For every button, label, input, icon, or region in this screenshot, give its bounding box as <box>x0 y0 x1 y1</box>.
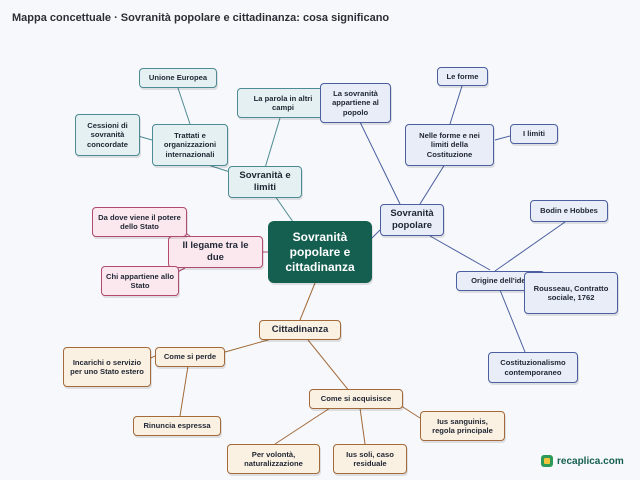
node-sovranita-popolare[interactable]: Sovranità popolare <box>380 204 444 236</box>
node-cessioni[interactable]: Cessioni di sovranità concordate <box>75 114 140 156</box>
node-costituzionalismo[interactable]: Costituzionalismo contemporaneo <box>488 352 578 383</box>
node-ius-sanguinis[interactable]: Ius sanguinis, regola principale <box>420 411 505 441</box>
node-trattati[interactable]: Trattati e organizzazioni internazionali <box>152 124 228 166</box>
node-le-forme[interactable]: Le forme <box>437 67 488 86</box>
node-cittadinanza[interactable]: Cittadinanza <box>259 320 341 340</box>
edge-acq-iussoli <box>359 407 366 445</box>
node-volonta[interactable]: Per volontà, naturalizzazione <box>227 444 320 474</box>
edge-origine-costituzionalismo <box>499 289 526 353</box>
node-come-acquisisce[interactable]: Come si acquisisce <box>309 389 403 409</box>
edge-popolare-appartiene <box>359 121 401 205</box>
edge-origine-bodin <box>494 221 566 272</box>
edge-forme-ilimiti <box>494 135 511 141</box>
edge-popolare-nelle-forme <box>419 163 446 205</box>
node-parola-altri-campi[interactable]: La parola in altri campi <box>237 88 329 118</box>
node-rousseau[interactable]: Rousseau, Contratto sociale, 1762 <box>524 272 618 314</box>
node-ius-soli[interactable]: Ius soli, caso residuale <box>333 444 407 474</box>
edge-center-cittadinanza <box>299 282 316 321</box>
edge-acq-volonta <box>274 407 331 445</box>
node-unione-europea[interactable]: Unione Europea <box>139 68 217 88</box>
logo-text: recaplica.com <box>557 455 624 467</box>
node-legame[interactable]: Il legame tra le due <box>168 236 263 268</box>
edge-popolare-origine <box>429 235 491 271</box>
node-rinuncia[interactable]: Rinuncia espressa <box>133 416 221 436</box>
edge-perde-rinuncia <box>179 365 189 417</box>
node-bodin-hobbes[interactable]: Bodin e Hobbes <box>530 200 608 222</box>
node-appartiene-popolo[interactable]: La sovranità appartiene al popolo <box>320 83 391 123</box>
node-chi-appartiene[interactable]: Chi appartiene allo Stato <box>101 266 179 296</box>
edge-center-sovranita-popolare <box>371 229 381 239</box>
node-nelle-forme[interactable]: Nelle forme e nei limiti della Costituzi… <box>405 124 494 166</box>
node-come-perde[interactable]: Come si perde <box>155 347 225 367</box>
node-i-limiti[interactable]: I limiti <box>510 124 558 144</box>
edge-citt-perde <box>224 337 276 353</box>
brand-logo: recaplica.com <box>541 455 624 467</box>
node-sovranita-limiti[interactable]: Sovranità e limiti <box>228 166 302 198</box>
edge-trattati-cessioni <box>137 135 153 141</box>
page-title: Mappa concettuale · Sovranità popolare e… <box>12 12 390 24</box>
edge-forme-leforme <box>449 85 463 125</box>
node-incarichi[interactable]: Incarichi o servizio per uno Stato ester… <box>63 347 151 387</box>
edge-citt-acquisisce <box>307 339 351 393</box>
edge-trattati-ue <box>177 87 191 125</box>
edge-limiti-parola <box>264 117 281 169</box>
logo-icon <box>541 455 553 467</box>
node-da-dove[interactable]: Da dove viene il potere dello Stato <box>92 207 187 237</box>
central-node[interactable]: Sovranità popolare e cittadinanza <box>268 221 372 283</box>
